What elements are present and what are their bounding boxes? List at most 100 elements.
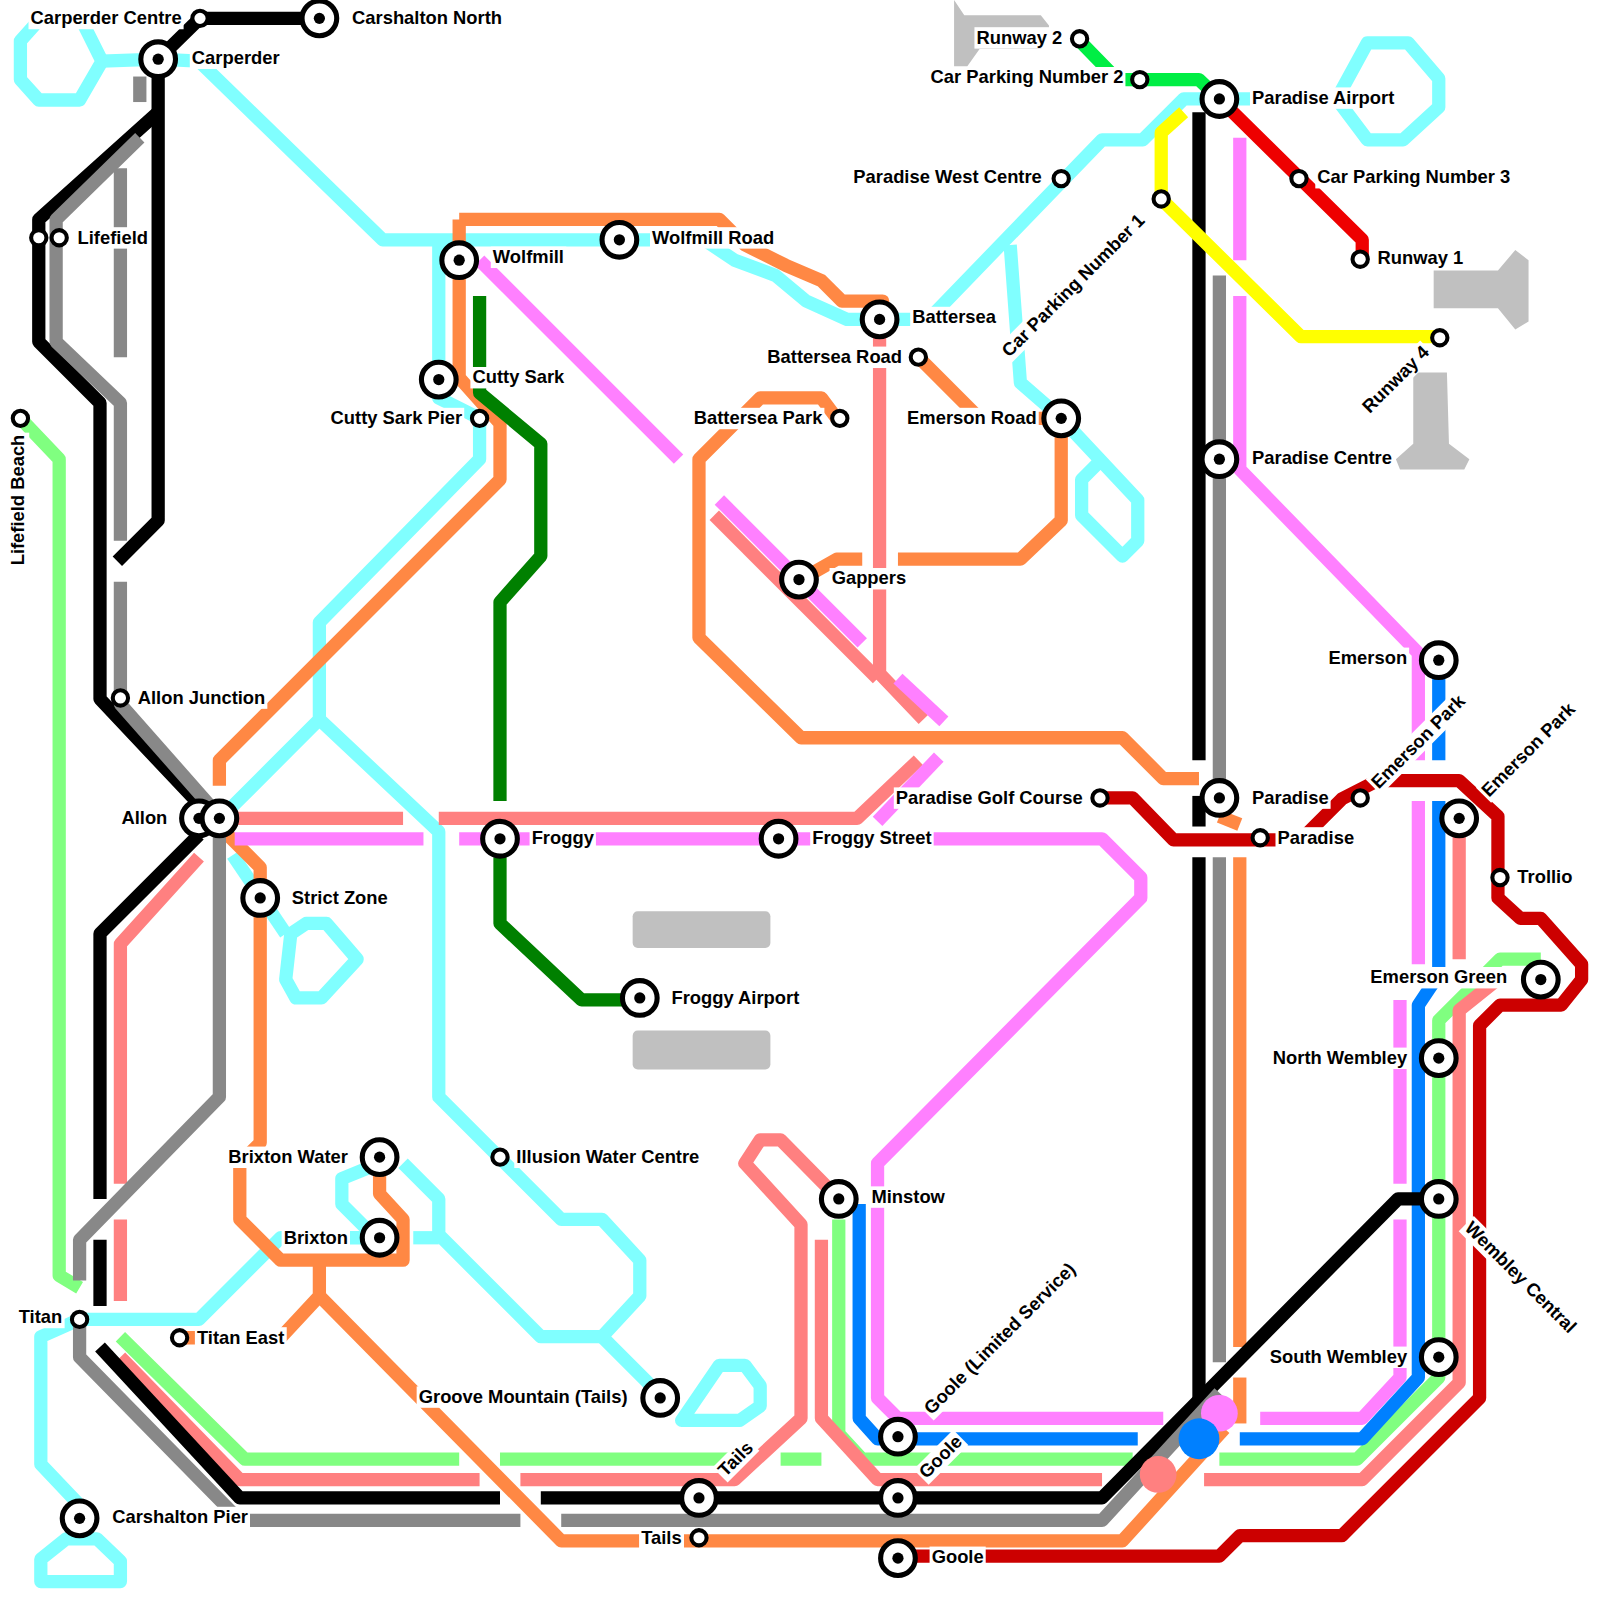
station-marker	[192, 11, 207, 26]
station-label: Cutty Sark Pier	[329, 408, 465, 429]
route-loop	[682, 1365, 761, 1420]
station-marker	[1353, 252, 1368, 267]
station-label: Car Parking Number 3	[1315, 167, 1512, 188]
station-label: Tails	[639, 1527, 684, 1548]
interchange-dot	[374, 1152, 385, 1163]
station-marker	[31, 230, 46, 245]
route-line	[898, 781, 1582, 1557]
interchange-dot	[374, 1232, 385, 1243]
interchange-dot	[833, 1193, 844, 1204]
station-label: Froggy Street	[810, 827, 934, 848]
interchange-dot	[1214, 792, 1225, 803]
station-label: Carperder	[190, 48, 282, 69]
station-label: Battersea Road	[765, 347, 904, 368]
route-line	[459, 219, 882, 306]
station-label: North Wembley	[1271, 1048, 1409, 1069]
station-marker	[1072, 31, 1087, 46]
station-label: Allon	[119, 808, 169, 829]
interchange-dot	[454, 255, 465, 266]
route-line	[180, 1260, 320, 1338]
interchange-dot	[892, 1431, 903, 1442]
interchange-station	[421, 362, 456, 397]
route-line	[114, 168, 127, 357]
interchange-station	[1202, 781, 1237, 816]
interchange-dot	[1056, 413, 1067, 424]
interchange-dot	[1433, 1193, 1444, 1204]
station-label: Carshalton Pier	[110, 1507, 250, 1528]
station-label: Strict Zone	[290, 887, 390, 908]
route-line	[1412, 801, 1425, 964]
route-line	[120, 1337, 459, 1459]
interchange-station	[202, 801, 237, 836]
route-line	[1240, 801, 1439, 1439]
route-line	[699, 398, 1199, 779]
station-label: Paradise West Centre	[851, 167, 1044, 188]
route-line	[898, 357, 1061, 559]
route-line	[541, 1199, 1439, 1498]
station-label: Illusion Water Centre	[514, 1147, 701, 1168]
station-label: Allon Junction	[136, 687, 268, 708]
interchange-dot	[892, 1492, 903, 1503]
route-loop	[286, 923, 357, 997]
station-label: Paradise Golf Course	[894, 787, 1085, 808]
station-label: Runway 1	[1375, 248, 1465, 269]
interchange-station	[1202, 442, 1237, 477]
station-marker	[691, 1530, 706, 1545]
station-label: Titan	[17, 1307, 65, 1328]
route-line	[233, 240, 480, 806]
route-line	[898, 679, 944, 722]
route-line	[117, 18, 319, 561]
station-label: Goole	[930, 1547, 986, 1568]
terminal-block	[633, 911, 771, 948]
route-line	[500, 857, 640, 1000]
route-line	[56, 138, 140, 541]
station-marker	[1092, 790, 1107, 805]
route-line	[1192, 112, 1205, 760]
interchange-dot	[693, 1492, 704, 1503]
interchange-dot	[1535, 974, 1546, 985]
station-marker	[113, 690, 128, 705]
route-line	[859, 1204, 1138, 1439]
interchange-station	[782, 562, 817, 597]
interchange-station	[761, 821, 796, 856]
interchange-station	[1421, 643, 1456, 678]
interchange-station	[483, 821, 518, 856]
station-label: Battersea Park	[692, 408, 825, 429]
route-line	[219, 827, 403, 1261]
interchange-station	[862, 302, 897, 337]
station-label: Paradise Airport	[1250, 87, 1396, 108]
station-label: Cutty Sark	[470, 367, 566, 388]
route-line	[459, 839, 1163, 1419]
route-line	[1453, 837, 1466, 959]
station-label: Carperder Centre	[29, 8, 184, 29]
interchange-station	[1442, 801, 1477, 836]
route-line	[1161, 112, 1439, 336]
station-label: Paradise	[1250, 787, 1331, 808]
station-label: Brixton	[282, 1227, 350, 1248]
route-line	[1240, 296, 1419, 760]
station-label: Minstow	[869, 1186, 947, 1207]
interchange-dot	[1433, 1352, 1444, 1363]
route-line	[20, 418, 79, 1287]
interchange-station	[682, 1481, 717, 1516]
junction-dot	[1140, 1456, 1177, 1493]
station-label: Carshalton North	[350, 8, 504, 29]
station-marker	[1253, 830, 1268, 845]
station-label: Paradise Centre	[1250, 448, 1394, 469]
route-loop	[20, 20, 102, 100]
interchange-station	[622, 981, 657, 1016]
station-label: Car Parking Number 1	[996, 209, 1150, 363]
station-label: Lifefield	[76, 227, 151, 248]
route-line	[80, 1327, 521, 1521]
interchange-station	[1421, 1340, 1456, 1375]
interchange-dot	[655, 1392, 666, 1403]
station-label: Battersea	[910, 307, 998, 328]
interchange-dot	[255, 892, 266, 903]
route-line	[235, 832, 424, 845]
station-label: Car Parking Number 2	[929, 67, 1126, 88]
interchange-station	[302, 1, 337, 36]
route-line	[100, 835, 199, 1199]
interchange-station	[643, 1381, 678, 1416]
station-marker	[1353, 790, 1368, 805]
